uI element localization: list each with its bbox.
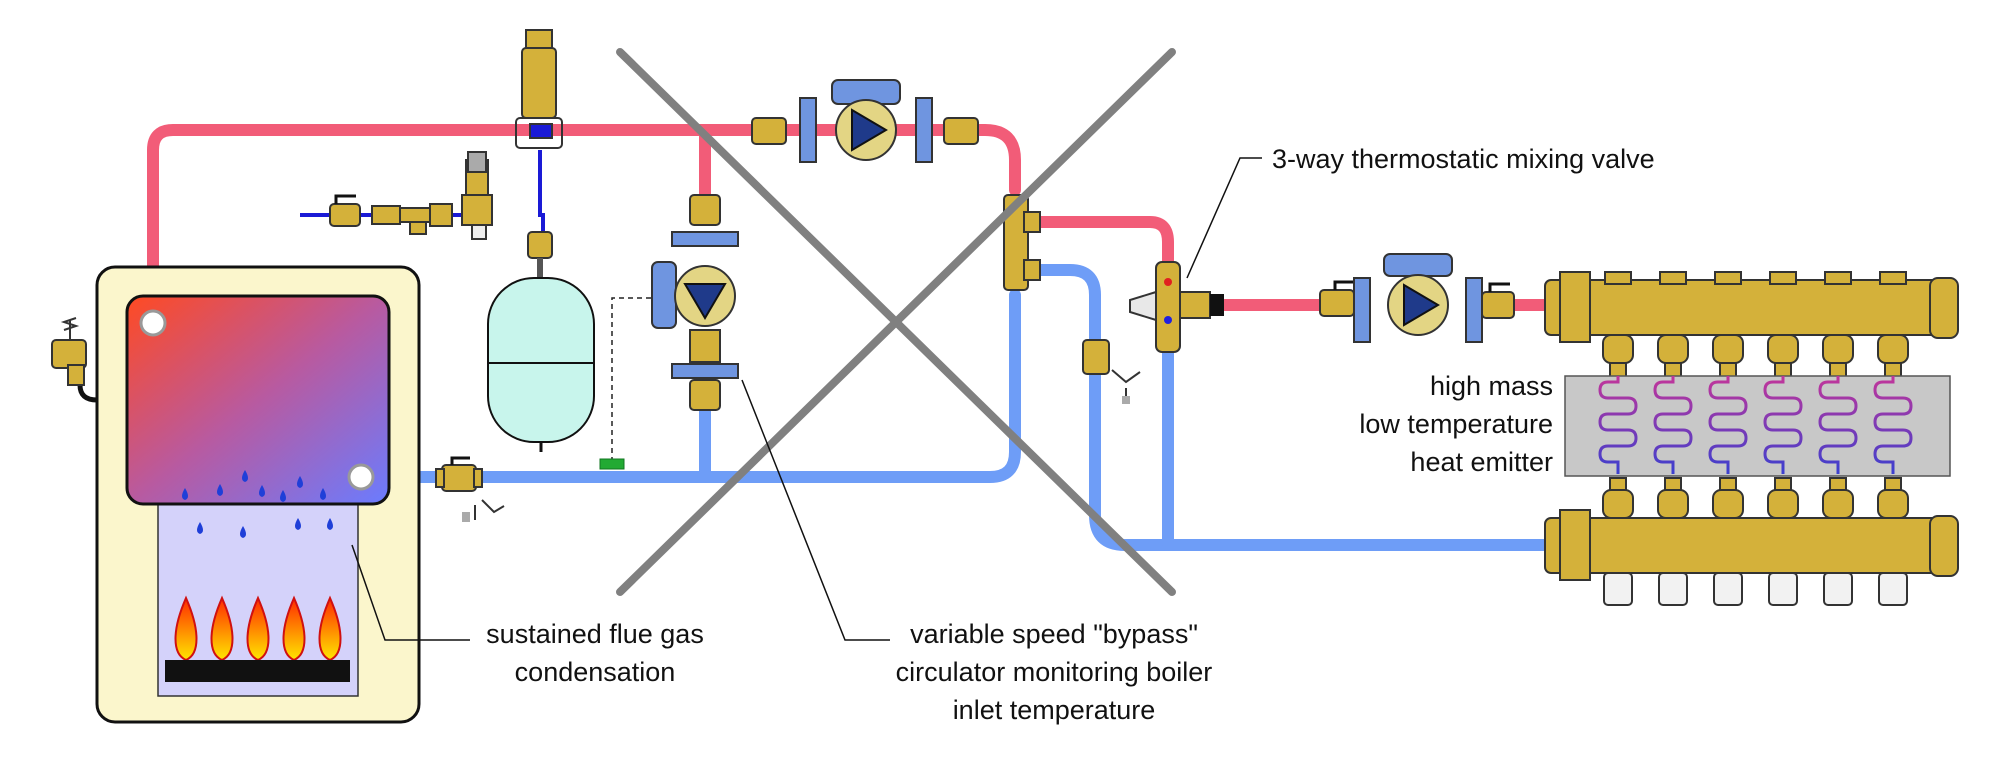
leader-lines bbox=[351, 157, 1262, 641]
supply-piping bbox=[147, 124, 1551, 326]
ball-valve-icon bbox=[435, 456, 505, 522]
burner bbox=[165, 660, 350, 682]
cross-out-mark bbox=[616, 48, 1176, 596]
label-condensation-line1: sustained flue gas bbox=[486, 619, 704, 649]
temperature-sensor bbox=[599, 458, 625, 470]
label-emitter-line1: high mass bbox=[1430, 371, 1553, 401]
manifold-icon bbox=[1544, 271, 1959, 378]
label-condensation-line2: condensation bbox=[515, 657, 676, 687]
label-emitter-line3: heat emitter bbox=[1410, 447, 1553, 477]
label-mixing-valve: 3-way thermostatic mixing valve bbox=[1272, 144, 1655, 174]
circulator-pump-icon bbox=[751, 79, 979, 163]
return-piping bbox=[349, 264, 1551, 551]
sensor-wire bbox=[611, 297, 655, 462]
circulator-pump-icon bbox=[651, 194, 739, 411]
boiler-icon bbox=[95, 265, 421, 724]
fill-valve-assembly bbox=[329, 151, 493, 240]
expansion-tank-icon bbox=[487, 258, 595, 452]
flame-icon bbox=[174, 595, 342, 662]
heat-exchanger bbox=[125, 294, 391, 506]
ball-valve-icon bbox=[1082, 339, 1141, 404]
condensate-drops bbox=[182, 470, 333, 538]
circulator-pump-icon bbox=[1319, 253, 1515, 343]
closely-spaced-tees bbox=[1003, 194, 1041, 291]
relief-valve-icon bbox=[51, 317, 98, 403]
label-bypass-line3: inlet temperature bbox=[953, 695, 1156, 725]
mixing-valve-icon bbox=[1129, 261, 1224, 353]
heat-emitter-block bbox=[1564, 375, 1951, 477]
air-vent-icon bbox=[515, 29, 563, 259]
manifold-icon bbox=[1544, 477, 1959, 606]
label-bypass-line1: variable speed "bypass" bbox=[910, 619, 1198, 649]
label-bypass-line2: circulator monitoring boiler bbox=[896, 657, 1213, 687]
label-emitter-line2: low temperature bbox=[1359, 409, 1553, 439]
